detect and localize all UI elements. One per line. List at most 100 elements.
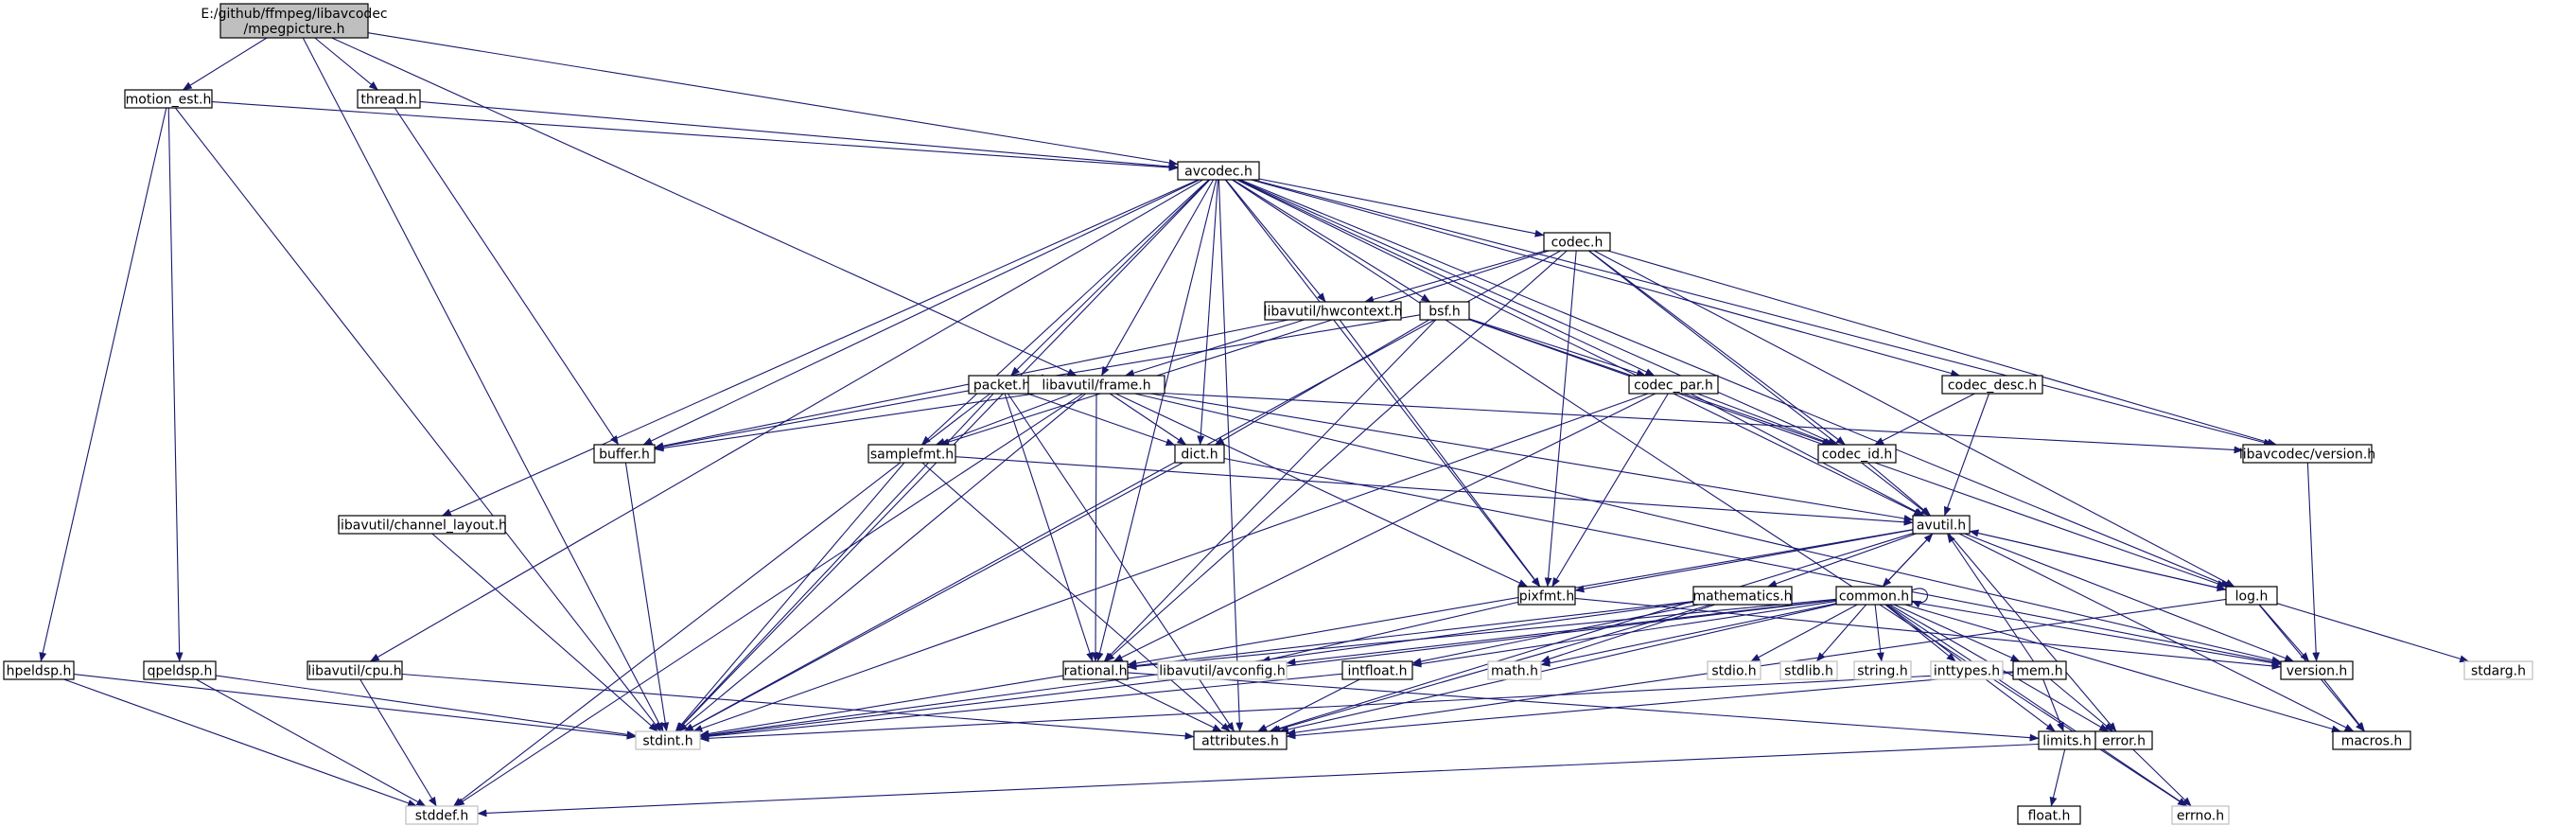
node-codec_par[interactable]: codec_par.h	[1628, 375, 1719, 395]
node-avcodec[interactable]: avcodec.h	[1177, 161, 1260, 181]
edge-samplefmt-to-avutil	[955, 456, 1914, 526]
node-box	[219, 3, 369, 39]
node-mem[interactable]: mem.h	[2012, 660, 2067, 680]
node-codec[interactable]: codec.h	[1543, 232, 1611, 252]
node-motion_est[interactable]: motion_est.h	[124, 89, 213, 109]
node-attributes[interactable]: attributes.h	[1193, 730, 1288, 750]
node-version[interactable]: version.h	[2280, 660, 2354, 680]
edge-codec_par-to-stdint	[692, 393, 1649, 732]
node-label: attributes.h	[1201, 734, 1279, 749]
edge-motion_est-to-hpeldsp	[39, 107, 167, 662]
node-box	[1930, 660, 2004, 680]
node-label: packet.h	[973, 378, 1030, 394]
node-hwcontext[interactable]: libavutil/hwcontext.h	[1264, 301, 1403, 321]
node-box	[867, 444, 956, 464]
edge-avcodec-to-log	[1239, 179, 2231, 588]
edge-avutil-to-version	[1964, 533, 2294, 662]
node-packet[interactable]: packet.h	[968, 375, 1036, 395]
edge-cpu-to-attributes	[401, 673, 1195, 740]
node-label: version.h	[2287, 664, 2348, 679]
node-box	[1027, 375, 1165, 395]
node-pixfmt[interactable]: pixfmt.h	[1517, 586, 1576, 606]
edge-root-to-thread	[314, 37, 378, 91]
edge-common-to-stdlib	[1815, 604, 1867, 662]
node-channel_layout[interactable]: libavutil/channel_layout.h	[337, 515, 507, 535]
node-stdio[interactable]: stdio.h	[1707, 660, 1761, 680]
node-bsf[interactable]: bsf.h	[1419, 301, 1470, 321]
edge-codec-to-pixfmt	[1544, 250, 1577, 588]
node-samplefmt[interactable]: samplefmt.h	[867, 444, 956, 464]
edge-buffer-to-stdint	[624, 462, 670, 732]
edge-avutil-to-mathematics	[1767, 533, 1917, 588]
edge-bsf-to-rational	[1103, 319, 1437, 662]
edge-hwcontext-to-pixfmt	[1339, 319, 1541, 588]
node-limits[interactable]: limits.h	[2038, 730, 2096, 750]
edge-common-to-string	[1874, 604, 1884, 662]
edge-error-to-errno	[2132, 748, 2192, 807]
node-box	[1941, 375, 2043, 395]
node-label: samplefmt.h	[870, 448, 954, 463]
edge-mem-to-limits	[2042, 678, 2064, 732]
node-math[interactable]: math.h	[1487, 660, 1542, 680]
node-avconfig[interactable]: libavutil/avconfig.h	[1157, 660, 1288, 680]
node-intfloat[interactable]: intfloat.h	[1341, 660, 1413, 680]
node-error[interactable]: error.h	[2094, 730, 2153, 750]
node-frame[interactable]: libavutil/frame.h	[1027, 375, 1165, 395]
edge-avcodec-to-frame	[1100, 179, 1215, 377]
node-common[interactable]: common.h	[1835, 586, 1913, 606]
edge-hwcontext-to-frame	[1124, 319, 1305, 377]
node-box	[2225, 586, 2278, 606]
node-lavc_version[interactable]: libavcodec/version.h	[2239, 444, 2375, 464]
node-box	[635, 730, 701, 750]
node-box	[2242, 444, 2373, 464]
node-avutil[interactable]: avutil.h	[1912, 515, 1971, 535]
node-dict[interactable]: dict.h	[1174, 444, 1225, 464]
node-rational[interactable]: rational.h	[1062, 660, 1129, 680]
node-box	[2171, 805, 2230, 825]
node-stdlib[interactable]: stdlib.h	[1779, 660, 1838, 680]
node-thread[interactable]: thread.h	[357, 89, 421, 109]
node-box	[405, 805, 479, 825]
node-log[interactable]: log.h	[2225, 586, 2278, 606]
node-codec_id[interactable]: codec_id.h	[1817, 444, 1897, 464]
edge-intfloat-to-attributes	[1257, 678, 1360, 732]
node-box	[2280, 660, 2354, 680]
edge-codec_desc-to-codec_id	[1874, 393, 1975, 446]
edge-codec-to-codec_id	[1588, 250, 1846, 446]
edge-lavc_version-to-version	[2306, 462, 2321, 662]
node-label: string.h	[1857, 664, 1908, 679]
edge-common-to-version	[1911, 601, 2282, 667]
node-string[interactable]: string.h	[1853, 660, 1912, 680]
node-label: inttypes.h	[1934, 664, 2000, 679]
node-label: math.h	[1491, 664, 1538, 679]
node-errno[interactable]: errno.h	[2171, 805, 2230, 825]
node-box	[1487, 660, 1542, 680]
node-stddef[interactable]: stddef.h	[405, 805, 479, 825]
node-label: /mpegpicture.h	[244, 22, 345, 37]
node-box	[1853, 660, 1912, 680]
node-codec_desc[interactable]: codec_desc.h	[1941, 375, 2043, 395]
node-stdarg[interactable]: stdarg.h	[2463, 660, 2533, 680]
node-stdint[interactable]: stdint.h	[635, 730, 701, 750]
node-mathematics[interactable]: mathematics.h	[1692, 586, 1793, 606]
node-qpeldsp[interactable]: qpeldsp.h	[143, 660, 217, 680]
node-float[interactable]: float.h	[2017, 805, 2081, 825]
edge-frame-to-stddef	[454, 393, 1083, 807]
node-label: errno.h	[2177, 809, 2224, 824]
edge-common-to-mem	[1893, 604, 2021, 662]
edge-avcodec-to-rational	[1095, 179, 1218, 662]
node-root[interactable]: E:/github/ffmpeg/libavcodec/mpegpicture.…	[201, 3, 388, 39]
edges	[39, 32, 2470, 817]
edge-samplefmt-to-attributes	[921, 462, 1231, 732]
node-box	[1707, 660, 1761, 680]
node-cpu[interactable]: libavutil/cpu.h	[307, 660, 403, 680]
edge-root-to-motion_est	[182, 37, 268, 91]
node-macros[interactable]: macros.h	[2332, 730, 2411, 750]
node-buffer[interactable]: buffer.h	[593, 444, 656, 464]
node-inttypes[interactable]: inttypes.h	[1930, 660, 2004, 680]
edge-avcodec-to-avutil	[1236, 179, 1924, 517]
edge-avcodec-to-codec	[1258, 178, 1545, 237]
node-hpeldsp[interactable]: hpeldsp.h	[3, 660, 75, 680]
node-label: qpeldsp.h	[148, 664, 213, 679]
node-label: codec.h	[1551, 236, 1603, 251]
